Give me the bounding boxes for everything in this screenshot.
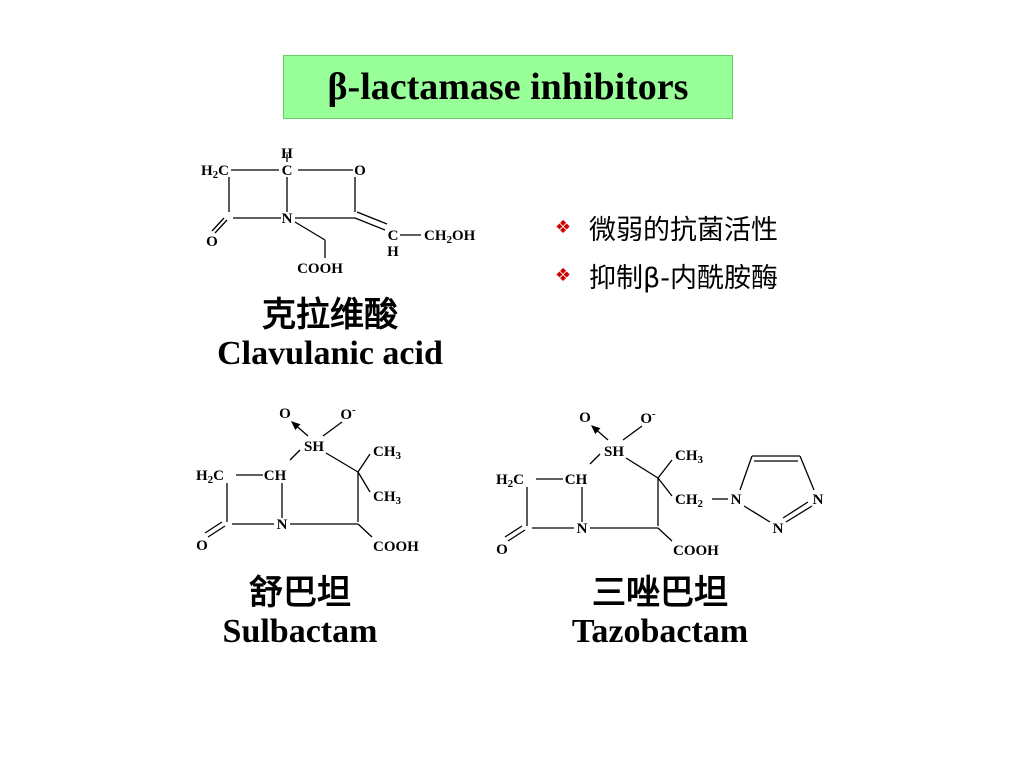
atom-o-keto: O <box>206 234 218 250</box>
atom-sh: SH <box>304 439 324 455</box>
atom-ch2: CH2 <box>675 492 704 510</box>
atom-ch2oh: CH2OH <box>424 228 476 246</box>
atom-o-keto: O <box>496 542 508 558</box>
atom-h2c: H2C <box>196 468 224 486</box>
atom-o-keto: O <box>196 538 208 554</box>
page-title-box: β-lactamase inhibitors <box>283 55 733 119</box>
atom-o-ring: O <box>354 163 366 179</box>
atom-cooh: COOH <box>297 261 343 277</box>
sulbactam-structure: O O- SH CH3 CH3 H2C CH N O COOH <box>196 404 419 555</box>
atom-n-triazole: N <box>731 492 742 508</box>
atom-sh: SH <box>604 444 624 460</box>
atom-o-minus: O- <box>640 408 656 427</box>
clavulanic-name-zh: 克拉维酸 <box>262 295 398 335</box>
tazobactam-name-zh: 三唑巴坦 <box>592 573 728 613</box>
tazobactam-caption: 三唑巴坦 Tazobactam <box>510 574 810 652</box>
sulbactam-name-zh: 舒巴坦 <box>249 573 351 613</box>
atom-n: N <box>577 521 588 537</box>
tazobactam-structure: O O- SH CH3 CH2 N N N H2C CH N O COOH <box>496 408 824 559</box>
clavulanic-name-en: Clavulanic acid <box>217 335 443 372</box>
atom-cooh: COOH <box>373 539 419 555</box>
bullet-item: ❖ 微弱的抗菌活性 <box>555 203 855 251</box>
bullet-text: 微弱的抗菌活性 <box>589 214 778 246</box>
clavulanic-acid-structure: H H2C C O N O C H CH2OH COOH <box>201 146 476 277</box>
page-title: β-lactamase inhibitors <box>327 66 689 108</box>
atom-n: N <box>277 517 288 533</box>
atom-h2c: H2C <box>201 163 229 181</box>
atom-o: O <box>579 410 591 426</box>
atom-c-ene: C <box>388 228 399 244</box>
atom-ch3: CH3 <box>675 448 704 466</box>
atom-n-triazole: N <box>773 521 784 537</box>
atom-o-minus: O- <box>340 404 356 423</box>
bullet-item: ❖ 抑制β-内酰胺酶 <box>555 251 855 299</box>
atom-c: C <box>282 163 293 179</box>
atom-ch: CH <box>264 468 287 484</box>
atom-cooh: COOH <box>673 543 719 559</box>
atom-n-triazole: N <box>813 492 824 508</box>
atom-h: H <box>281 146 293 162</box>
atom-ch: CH <box>565 472 588 488</box>
atom-h2c: H2C <box>496 472 524 490</box>
atom-ch3: CH3 <box>373 489 402 507</box>
atom-ch3: CH3 <box>373 444 402 462</box>
atom-h-ene: H <box>387 244 399 260</box>
sulbactam-name-en: Sulbactam <box>222 613 378 650</box>
diamond-cluster-icon: ❖ <box>555 264 572 286</box>
sulbactam-caption: 舒巴坦 Sulbactam <box>150 574 450 652</box>
tazobactam-name-en: Tazobactam <box>571 613 749 650</box>
bullet-text: 抑制β-内酰胺酶 <box>589 262 778 294</box>
diamond-cluster-icon: ❖ <box>555 216 572 238</box>
atom-o: O <box>279 406 291 422</box>
atom-n: N <box>282 211 293 227</box>
bullet-list: ❖ 微弱的抗菌活性 ❖ 抑制β-内酰胺酶 <box>555 203 855 299</box>
clavulanic-caption: 克拉维酸 Clavulanic acid <box>180 296 480 374</box>
